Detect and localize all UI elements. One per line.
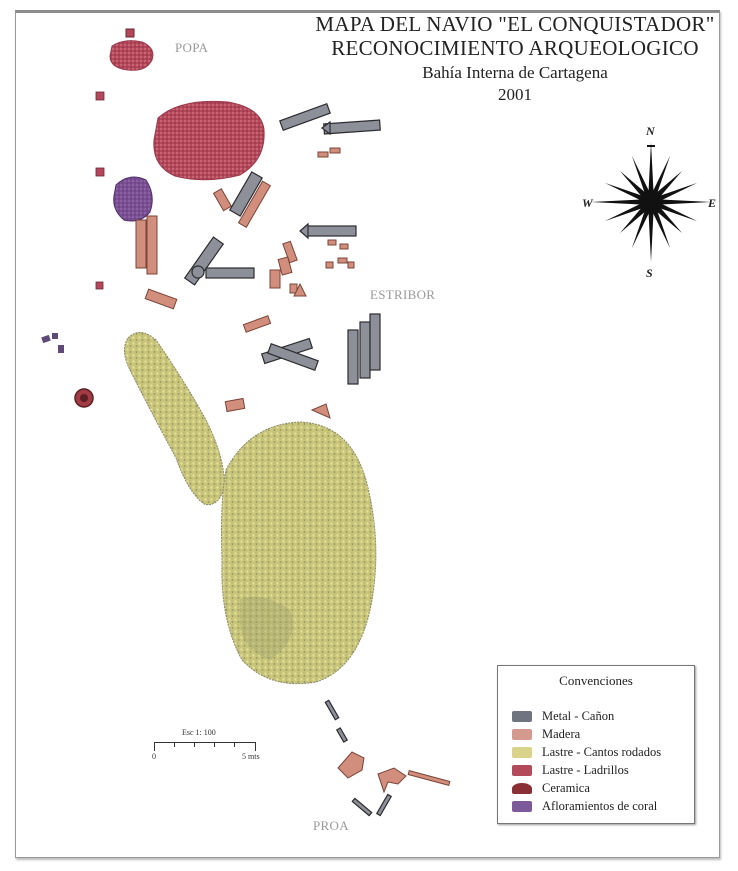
map-title: MAPA DEL NAVIO "EL CONQUISTADOR": [315, 12, 715, 36]
legend-label: Madera: [542, 726, 581, 741]
legend-item-brick-ballast: Lastre - Ladrillos: [512, 762, 629, 778]
stone-ballast-areas: [124, 332, 377, 685]
compass-rose-icon: [591, 142, 711, 262]
scale-title: Esc 1: 100: [182, 728, 216, 737]
coral-swatch-icon: [512, 800, 532, 812]
legend-box: Convenciones Metal - Cañon Madera Lastre…: [497, 665, 695, 824]
small-artifacts: [95, 91, 105, 290]
legend-label: Lastre - Cantos rodados: [542, 744, 662, 759]
wood-timbers: [135, 147, 451, 794]
compass-west: W: [582, 196, 593, 210]
legend-item-coral: Afloramientos de coral: [512, 798, 657, 814]
ceramic-vessel: [74, 388, 94, 408]
ceramic-swatch-icon: [512, 782, 532, 794]
compass-east: E: [708, 196, 717, 210]
legend-item-ceramic: Ceramica: [512, 780, 590, 796]
compass-north: N: [646, 124, 655, 138]
scale-tick: [214, 742, 215, 747]
scale-tick: [194, 742, 195, 747]
legend-title: Convenciones: [559, 673, 633, 688]
label-popa: POPA: [175, 40, 209, 55]
metal-cannon-swatch-icon: [512, 710, 532, 722]
scale-tick-start: [154, 742, 155, 751]
map-year: 2001: [498, 85, 532, 104]
legend-item-wood: Madera: [512, 726, 580, 742]
metal-cannons: [183, 102, 393, 817]
compass-south: S: [646, 266, 653, 280]
scale-start-label: 0: [152, 752, 156, 761]
label-estribor: ESTRIBOR: [370, 287, 436, 302]
map-location: Bahía Interna de Cartagena: [422, 63, 608, 82]
scale-bar: Esc 1: 100 0 5 mts: [152, 728, 262, 768]
legend-label: Metal - Cañon: [542, 708, 615, 723]
map-subtitle: RECONOCIMIENTO ARQUEOLOGICO: [331, 36, 699, 60]
legend-label: Afloramientos de coral: [542, 798, 658, 813]
scale-tick: [234, 742, 235, 747]
ballast-bricks-swatch-icon: [512, 764, 532, 776]
legend-label: Ceramica: [542, 780, 590, 795]
ballast-stones-swatch-icon: [512, 746, 532, 758]
scale-end-label: 5 mts: [242, 752, 260, 761]
scale-line: [154, 742, 256, 743]
coral-outcrop: [113, 176, 153, 222]
brick-ballast-areas: [109, 28, 265, 181]
scale-tick: [174, 742, 175, 747]
wood-swatch-icon: [512, 728, 532, 740]
label-proa: PROA: [313, 818, 349, 833]
legend-item-metal: Metal - Cañon: [512, 708, 614, 724]
legend-item-stone-ballast: Lastre - Cantos rodados: [512, 744, 661, 760]
coral-fragments: [41, 333, 64, 353]
map-title-block: MAPA DEL NAVIO "EL CONQUISTADOR" RECONOC…: [296, 12, 734, 106]
legend-label: Lastre - Ladrillos: [542, 762, 629, 777]
scale-tick-end: [255, 742, 256, 751]
